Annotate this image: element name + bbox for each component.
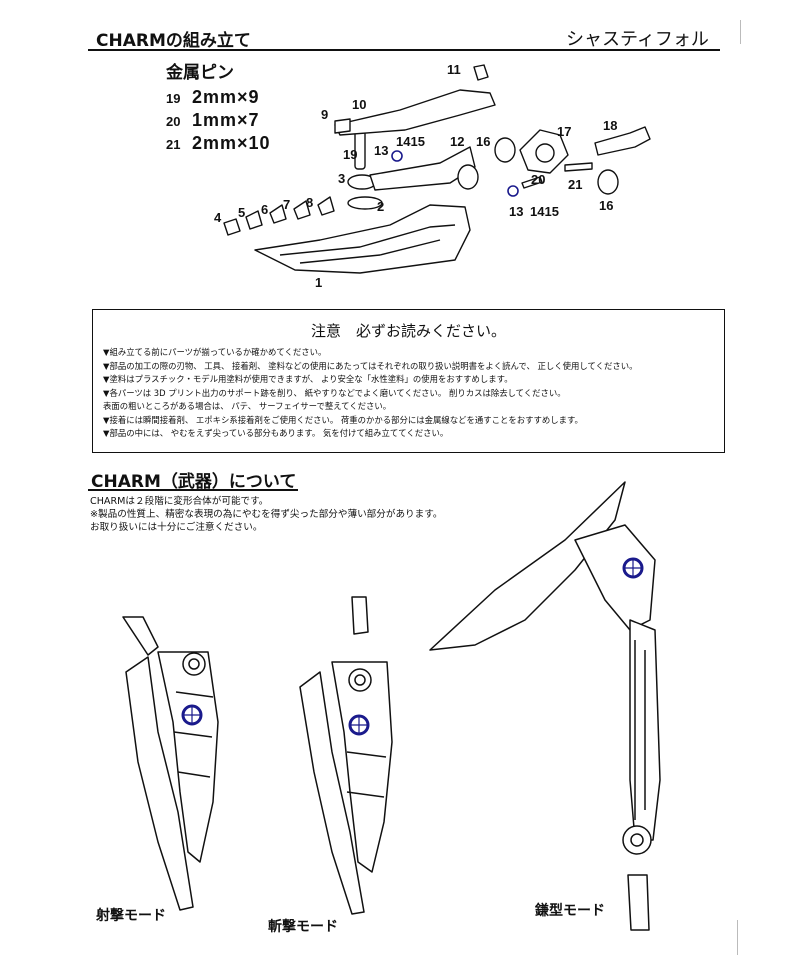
slash-mode-illustration	[299, 596, 393, 915]
pin-row: 21 2mm×10	[166, 133, 271, 156]
part-label: 18	[603, 118, 618, 133]
about-text: CHARMは２段階に変形合体が可能です。 ※製品の性質上、精密な表現の為にやむを…	[90, 495, 442, 534]
caution-heading: 注意 必ずお読みください。	[310, 322, 506, 340]
part-18	[594, 126, 651, 156]
part-label: 8	[306, 195, 314, 210]
blade-part-1	[254, 204, 471, 274]
caution-list: ▼組み立てる前にパーツが揃っているか確かめてください。 ▼部品の加工の際の刃物、…	[103, 346, 638, 441]
caution-item: ▼部品の加工の際の刃物、 工具、 接着剤、 塗料などの使用にあたってはそれぞれの…	[103, 360, 638, 371]
pin-spec: 1mm×7	[192, 110, 260, 130]
about-line: お取り扱いには十分にご注意ください。	[90, 522, 263, 533]
part-label: 11	[447, 62, 461, 77]
part-label: 17	[557, 124, 572, 139]
caution-item: ▼部品の中には、 やむをえず尖っている部分もあります。 気を付けて組み立ててくだ…	[103, 428, 449, 438]
part-label: 9	[321, 107, 329, 122]
wedge-part-6	[269, 204, 287, 224]
disc-part-2	[347, 196, 383, 210]
caution-item: 表面の粗いところがある場合は、 パテ、 サーフェイサーで整えてください。	[103, 401, 392, 411]
pin-spec: 2mm×9	[192, 87, 260, 107]
pin-number: 20	[166, 114, 181, 129]
part-9	[334, 118, 351, 134]
wedge-part-5	[245, 210, 263, 230]
about-line: ※製品の性質上、精密な表現の為にやむを得ず尖った部分や薄い部分があります。	[90, 509, 443, 520]
pin-hole-mark	[391, 150, 403, 162]
product-name: シャスティフォル	[566, 29, 709, 50]
part-label: 2	[377, 199, 385, 214]
caution-item: ▼塗料はプラスチック・モデル用塗料が使用できますが、 より安全な「水性塗料」の使…	[103, 374, 513, 384]
part-label: 16	[599, 198, 614, 213]
header-rule	[88, 49, 720, 51]
arm-part-10	[334, 89, 496, 136]
part-label: 3	[338, 171, 346, 186]
part-label: 13	[374, 143, 389, 158]
page-edge-mark	[737, 920, 738, 955]
wedge-part-8	[317, 196, 335, 216]
assembly-diagram	[223, 64, 651, 274]
caution-item: ▼接着には瞬間接着剤、 エポキシ系接着剤をご使用ください。 荷重のかかる部分には…	[103, 414, 583, 425]
part-label: 4	[214, 210, 222, 225]
mode-caption-slash: 斬撃モード	[268, 919, 338, 935]
mode-caption-scythe: 鎌型モード	[535, 903, 605, 919]
pin-row: 20 1mm×7	[166, 110, 271, 133]
part-label: 21	[568, 177, 583, 192]
part-label: 1415	[530, 204, 559, 219]
section-rule	[88, 489, 298, 491]
about-line: CHARMは２段階に変形合体が可能です。	[90, 496, 269, 507]
caution-item: ▼各パーツは 3D プリント出力のサポート跡を削り、 紙やすりなどでよく磨いてく…	[103, 387, 566, 398]
disc-part-16b	[597, 169, 619, 195]
part-label: 10	[352, 97, 367, 112]
metal-pin-heading: 金属ピン	[166, 63, 234, 83]
pin-20	[521, 176, 543, 189]
part-label: 6	[261, 202, 269, 217]
part-label: 1415	[396, 134, 425, 149]
part-label: 19	[343, 147, 358, 162]
mode-caption-shoot: 射撃モード	[96, 908, 166, 924]
pin-spec: 2mm×10	[192, 133, 271, 153]
pin-hole-mark	[507, 185, 519, 197]
part-label: 7	[283, 197, 291, 212]
pin-21	[564, 162, 593, 172]
part-label: 13	[509, 204, 524, 219]
shoot-mode-illustration	[122, 616, 219, 911]
scythe-mode-illustration	[429, 481, 661, 931]
part-label: 20	[531, 172, 546, 187]
page-title: CHARMの組み立て	[96, 31, 251, 51]
pin-row: 19 2mm×9	[166, 87, 271, 110]
pin-number: 19	[166, 91, 181, 106]
caution-box: 注意 必ずお読みください。 ▼組み立てる前にパーツが揃っているか確かめてください…	[92, 309, 725, 453]
part-11	[473, 64, 489, 81]
section-title: CHARM（武器）について	[91, 472, 297, 492]
part-label: 12	[450, 134, 465, 149]
page-edge-mark	[740, 20, 741, 44]
caution-item: ▼組み立てる前にパーツが揃っているか確かめてください。	[103, 347, 327, 357]
wedge-part-7	[293, 200, 311, 220]
grip-part-12	[369, 146, 476, 191]
pin-number: 21	[166, 137, 181, 152]
wedge-part-4	[223, 218, 241, 236]
metal-pin-list: 金属ピン 19 2mm×9 20 1mm×7 21 2mm×10	[166, 58, 271, 156]
disc-part-16a	[494, 137, 516, 163]
part-label: 1	[315, 275, 323, 290]
part-label: 5	[238, 205, 246, 220]
part-label: 16	[476, 134, 491, 149]
